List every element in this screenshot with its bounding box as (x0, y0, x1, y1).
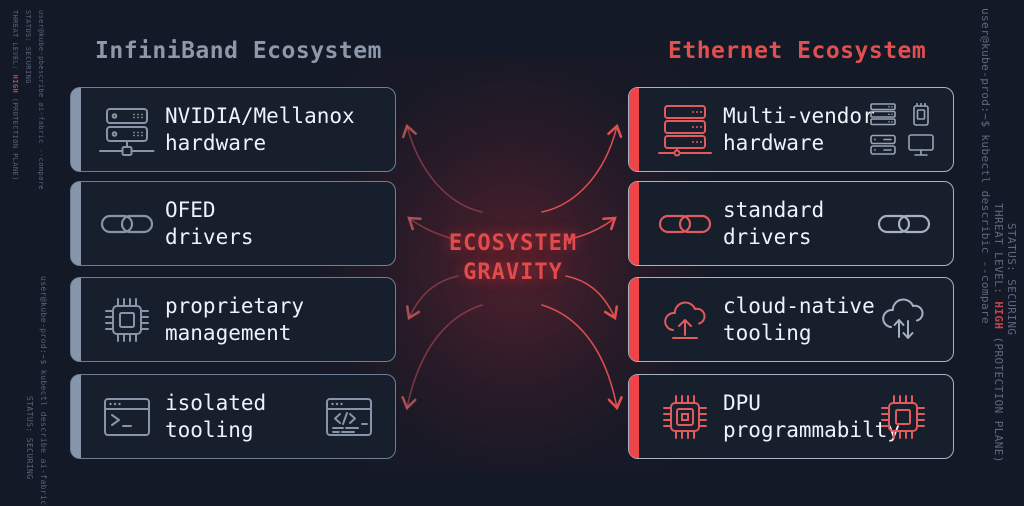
threat-level-value: HIGH (11, 74, 19, 94)
server-stack-icon (655, 102, 715, 158)
infiniband-heading: InfiniBand Ecosystem (95, 38, 382, 64)
cloud-upload-icon (655, 295, 715, 345)
status-line: STATUS: SECURING (1005, 223, 1018, 336)
arrow-to-infiniband-3 (405, 275, 459, 321)
threat-level-value: HIGH (992, 301, 1005, 330)
card-accent-bar (71, 375, 81, 458)
card-label: standard drivers (723, 197, 825, 249)
card-label: OFED drivers (165, 197, 254, 249)
threat-level-line: THREAT LEVEL: HIGH (PROTECTION PLANE) (992, 203, 1005, 463)
threat-level-line: THREAT LEVEL: HIGH (PROTECTION PLANE) (11, 10, 19, 181)
chip-icon (97, 292, 157, 348)
terminal-overlay-bottom-left: STATUS: SECURING user@kube-prod:~$ kubec… (22, 276, 50, 506)
arrow-to-ethernet-4 (541, 304, 623, 411)
command-line: user@kube-prod:~$ kubectl describe ai-fa… (39, 276, 48, 506)
ecosystem-gravity-label: ECOSYSTEM GRAVITY (448, 231, 578, 285)
card-label: DPU programmabilty (723, 390, 901, 442)
card-label: isolated tooling (165, 390, 267, 442)
status-line: STATUS: SECURING (24, 10, 32, 84)
cloud-sync-icon (875, 295, 931, 345)
card-ofed-drivers: OFED drivers (70, 181, 396, 266)
card-accent-bar (629, 182, 639, 265)
arrow-to-infiniband-4 (401, 304, 483, 411)
card-label: cloud-native tooling (723, 293, 875, 345)
arrow-to-ethernet-1 (541, 123, 623, 213)
terminal-icon (97, 395, 157, 439)
link-icon (97, 210, 157, 238)
arrow-to-ethernet-2 (565, 216, 617, 241)
card-accent-bar (71, 278, 81, 361)
card-label: proprietary management (165, 293, 305, 345)
chip-icon (655, 389, 715, 445)
card-accent-bar (629, 375, 639, 458)
dpu-card-icon (909, 103, 933, 127)
arrow-to-ethernet-3 (565, 275, 619, 321)
monitor-icon (907, 134, 935, 157)
card-accent-bar (71, 88, 81, 171)
status-line: STATUS: SECURING (25, 396, 34, 480)
command-line: user@kube-prod:~$ kubectl describic --co… (979, 8, 992, 325)
card-dpu-programmability: DPU programmabilty (628, 374, 954, 459)
code-window-icon (325, 395, 373, 439)
card-label: Multi-vendor hardware (723, 103, 875, 155)
card-accent-bar (629, 88, 639, 171)
arrow-to-infiniband-2 (407, 216, 459, 241)
chip-icon (875, 389, 931, 445)
server-icon (97, 103, 157, 157)
terminal-overlay-right: user@kube-prod:~$ kubectl describic --co… (979, 8, 1018, 463)
card-multivendor-hardware: Multi-vendor hardware (628, 87, 954, 172)
drive-stack-icon (869, 134, 897, 156)
terminal-overlay-top-left: THREAT LEVEL: HIGH (PROTECTION PLANE) ST… (8, 10, 47, 190)
card-standard-drivers: standard drivers (628, 181, 954, 266)
mini-server-stack-icon (869, 103, 897, 126)
card-cloudnative-tooling: cloud-native tooling (628, 277, 954, 362)
card-nvidia-hardware: NVIDIA/Mellanox hardware (70, 87, 396, 172)
link-icon (655, 210, 715, 238)
card-accent-bar (71, 182, 81, 265)
vendor-icon-grid (869, 103, 935, 157)
command-line: user@kube-pbescribe ai-fabric --compare (37, 10, 45, 190)
ethernet-heading: Ethernet Ecosystem (668, 38, 927, 64)
card-accent-bar (629, 278, 639, 361)
card-proprietary-management: proprietary management (70, 277, 396, 362)
card-isolated-tooling: isolated tooling (70, 374, 396, 459)
link-icon (877, 210, 931, 238)
card-label: NVIDIA/Mellanox hardware (165, 103, 355, 155)
arrow-to-infiniband-1 (402, 123, 483, 213)
